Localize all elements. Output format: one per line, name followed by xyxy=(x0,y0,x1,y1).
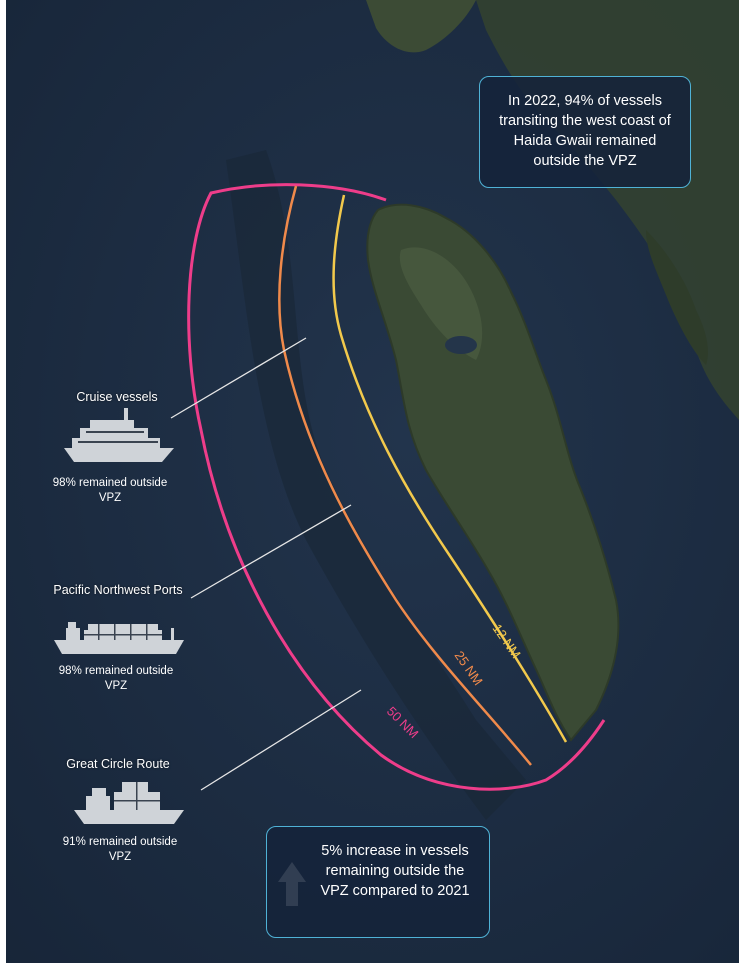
map-stage: 12 NM 25 NM 50 NM xyxy=(6,0,739,963)
zone-25nm-line xyxy=(278,185,532,766)
cruise-ship-icon xyxy=(64,408,174,462)
container-ship-icon xyxy=(54,622,184,654)
zone-12nm-line xyxy=(332,194,568,743)
cargo-ship-icon xyxy=(74,782,184,824)
vessel-name-pnw: Pacific Northwest Ports xyxy=(53,583,183,597)
coastal-island xyxy=(646,230,708,365)
seafloor-shadow xyxy=(226,150,526,820)
vessel-stat-gcr: 91% remained outside VPZ xyxy=(62,836,178,863)
leader-line-gcr xyxy=(200,689,362,791)
zone-50nm-line xyxy=(187,183,606,791)
northern-islet xyxy=(366,0,476,53)
vessel-stat-cruise: 98% remained outside VPZ xyxy=(52,477,168,504)
main-island xyxy=(366,203,620,742)
leader-line-cruise xyxy=(170,337,307,419)
vessel-stat-pnw: 98% remained outside VPZ xyxy=(58,665,174,692)
inland-lake xyxy=(445,336,477,354)
vessel-name-gcr: Great Circle Route xyxy=(66,757,170,771)
change-callout: 5% increase in vessels remaining outside… xyxy=(266,826,490,938)
island-highlands xyxy=(399,247,483,360)
summary-callout-text: In 2022, 94% of vessels transiting the w… xyxy=(499,93,671,169)
vessel-name-cruise: Cruise vessels xyxy=(76,390,158,404)
change-callout-text: 5% increase in vessels remaining outside… xyxy=(320,843,470,899)
leader-line-pnw xyxy=(190,504,352,599)
summary-callout: In 2022, 94% of vessels transiting the w… xyxy=(479,76,691,188)
